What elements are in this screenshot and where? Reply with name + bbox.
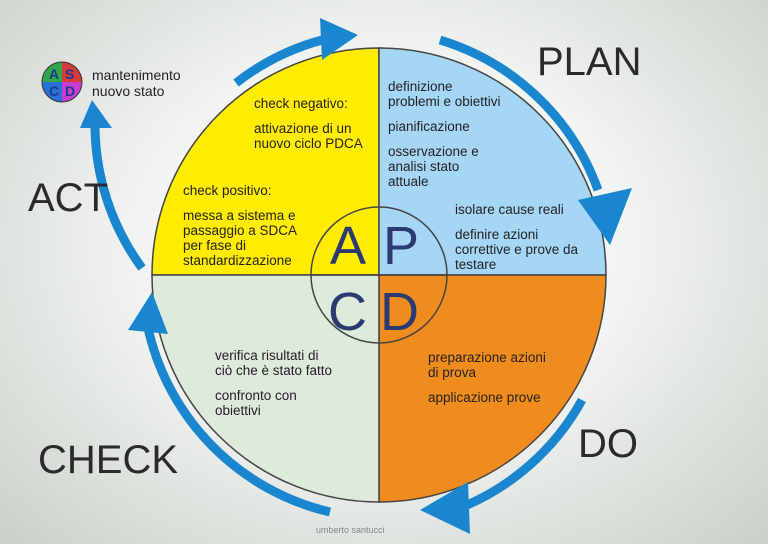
phase-label-check: CHECK bbox=[38, 438, 179, 482]
legend-letter-d: D bbox=[65, 83, 76, 99]
arrow-act-to-legend bbox=[90, 124, 146, 271]
act-positive-line-1: messa a sistema e bbox=[183, 208, 296, 223]
plan-item4: isolare cause reali bbox=[455, 202, 564, 217]
plan-block-bottom: isolare cause reali definire azioni corr… bbox=[455, 202, 578, 272]
do-quadrant bbox=[378, 274, 607, 503]
arrowhead-legend bbox=[80, 100, 112, 128]
plan-item5-line-1: definire azioni bbox=[455, 227, 539, 242]
plan-item2: pianificazione bbox=[388, 119, 470, 134]
plan-block-top: definizione problemi e obiettivi pianifi… bbox=[388, 79, 501, 189]
legend-line-1: mantenimento bbox=[92, 67, 181, 83]
legend-letter-s: S bbox=[65, 66, 75, 82]
arrow-plan-to-do bbox=[438, 35, 603, 192]
plan-item1-line-2: problemi e obiettivi bbox=[388, 94, 501, 109]
do-item1-line-1: preparazione azioni bbox=[428, 350, 546, 365]
check-item1-line-1: verifica risultati di bbox=[215, 348, 319, 363]
ascd-icon bbox=[41, 61, 83, 103]
plan-item3-line-2: analisi stato bbox=[388, 159, 460, 174]
phase-label-plan: PLAN bbox=[537, 40, 642, 84]
check-item2-line-1: confronto con bbox=[215, 388, 297, 403]
act-quadrant bbox=[151, 47, 380, 276]
do-item1-line-2: di prova bbox=[428, 365, 477, 380]
act-positive-title: check positivo: bbox=[183, 183, 272, 198]
legend-letter-c: C bbox=[49, 83, 60, 99]
plan-item5-line-3: testare bbox=[455, 257, 497, 272]
arrow-do-to-check bbox=[458, 397, 586, 513]
do-block: preparazione azioni di prova applicazion… bbox=[428, 350, 546, 405]
center-letter-p: P bbox=[383, 216, 420, 276]
plan-item3-line-3: attuale bbox=[388, 174, 429, 189]
arrow-act-to-plan bbox=[233, 35, 324, 87]
act-negative-line-1: attivazione di un bbox=[254, 121, 352, 136]
act-negative-block: check negativo: attivazione di un nuovo … bbox=[254, 96, 363, 151]
act-positive-line-3: per fase di bbox=[183, 238, 247, 253]
check-item1-line-2: ciò che è stato fatto bbox=[215, 363, 333, 378]
phase-label-do: DO bbox=[578, 422, 638, 466]
arrowhead-do bbox=[578, 188, 632, 245]
check-item2-line-2: obiettivi bbox=[215, 403, 261, 418]
center-letter-c: C bbox=[328, 282, 367, 342]
do-item2: applicazione prove bbox=[428, 390, 541, 405]
author-credit: umberto santucci bbox=[316, 525, 385, 535]
arrow-check-to-act bbox=[141, 317, 332, 517]
act-positive-line-4: standardizzazione bbox=[183, 253, 292, 268]
legend-text: mantenimento nuovo stato bbox=[92, 67, 181, 99]
center-letter-a: A bbox=[330, 216, 367, 276]
legend-line-2: nuovo stato bbox=[92, 83, 165, 99]
legend-letter-a: A bbox=[49, 66, 60, 82]
act-negative-title: check negativo: bbox=[254, 96, 348, 111]
arrowhead-check bbox=[420, 482, 470, 534]
act-positive-block: check positivo: messa a sistema e passag… bbox=[183, 183, 297, 268]
plan-item5-line-2: correttive e prove da bbox=[455, 242, 579, 257]
arrowhead-plan bbox=[320, 18, 358, 60]
plan-item1-line-1: definizione bbox=[388, 79, 453, 94]
plan-item3-line-1: osservazione e bbox=[388, 144, 479, 159]
phase-label-act: ACT bbox=[28, 176, 108, 220]
arrowhead-act bbox=[128, 292, 168, 334]
act-positive-line-2: passaggio a SDCA bbox=[183, 223, 298, 238]
center-letter-d: D bbox=[380, 282, 419, 342]
check-block: verifica risultati di ciò che è stato fa… bbox=[215, 348, 332, 418]
act-negative-line-2: nuovo ciclo PDCA bbox=[254, 136, 363, 151]
